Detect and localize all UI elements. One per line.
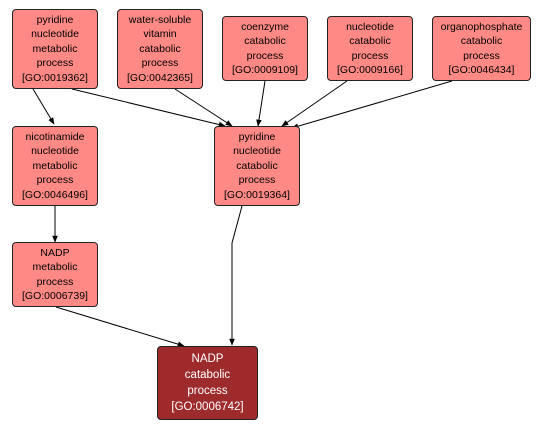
node-label-line: metabolic [32,261,78,273]
node-go-0006739[interactable]: NADP metabolic process [GO:0006739] [12,242,98,307]
node-go-id: [GO:0042365] [127,71,193,84]
node-label-line: nucleotide [31,28,79,41]
node-label-line: NADP [40,246,70,259]
edge-6739-to-6742 [55,306,185,347]
node-go-0006742[interactable]: NADP catabolic process [GO:0006742] [157,346,258,420]
node-go-id: [GO:0006739] [22,290,88,302]
node-label-line: process [351,49,389,62]
node-go-id: [GO:0006742] [171,401,244,413]
node-label-line: catabolic [184,369,231,381]
node-label-line: metabolic [32,159,78,172]
edge-46434-to-19364 [291,80,453,129]
node-label-line: catabolic [139,42,181,55]
node-go-id: [GO:0009109] [232,64,298,76]
edge-9166-to-19364 [281,80,348,127]
node-label-line: catabolic [244,35,286,47]
node-go-0009166[interactable]: nucleotide catabolic process [GO:0009166] [327,16,413,81]
edge-19362-to-46496 [32,88,55,125]
node-label-line: process [187,385,228,397]
node-label-line: nucleotide [233,145,281,158]
node-label-line: coenzyme [241,20,289,33]
node-label-line: water-soluble [128,13,192,26]
edge-19364-to-6742 [229,205,243,346]
node-go-id: [GO:0019364] [224,188,290,201]
node-label-line: metabolic [32,42,78,55]
edge-9109-to-19364 [256,80,266,127]
node-label-line: process [141,57,179,70]
node-label-line: NADP [191,353,224,365]
node-go-id: [GO:0046496] [22,188,88,201]
edge-19362-to-19364 [71,88,226,128]
node-label-line: process [246,49,284,62]
node-label-line: vitamin [143,28,177,41]
node-go-id: [GO:0009166] [337,64,403,76]
node-label-line: pyridine [238,130,276,143]
node-label-line: pyridine [36,13,74,26]
node-label-line: organophosphate [440,20,523,33]
node-label-line: process [463,49,500,62]
node-go-0009109[interactable]: coenzyme catabolic process [GO:0009109] [222,16,308,81]
node-go-id: [GO:0019362] [22,71,88,84]
node-label-line: process [36,57,74,70]
node-label-line: nucleotide [31,145,79,158]
node-label-line: catabolic [349,35,391,47]
node-go-id: [GO:0046434] [448,64,515,76]
node-label-line: nucleotide [346,20,394,33]
node-label-line: catabolic [460,35,503,47]
node-label-line: process [36,275,74,288]
node-label-line: process [238,174,276,187]
node-label-line: catabolic [236,159,278,172]
node-go-0046434[interactable]: organophosphate catabolic process [GO:00464… [432,16,531,81]
edge-42365-to-19364 [174,88,233,127]
node-label-line: process [36,174,74,187]
node-label-line: nicotinamide [25,130,85,143]
